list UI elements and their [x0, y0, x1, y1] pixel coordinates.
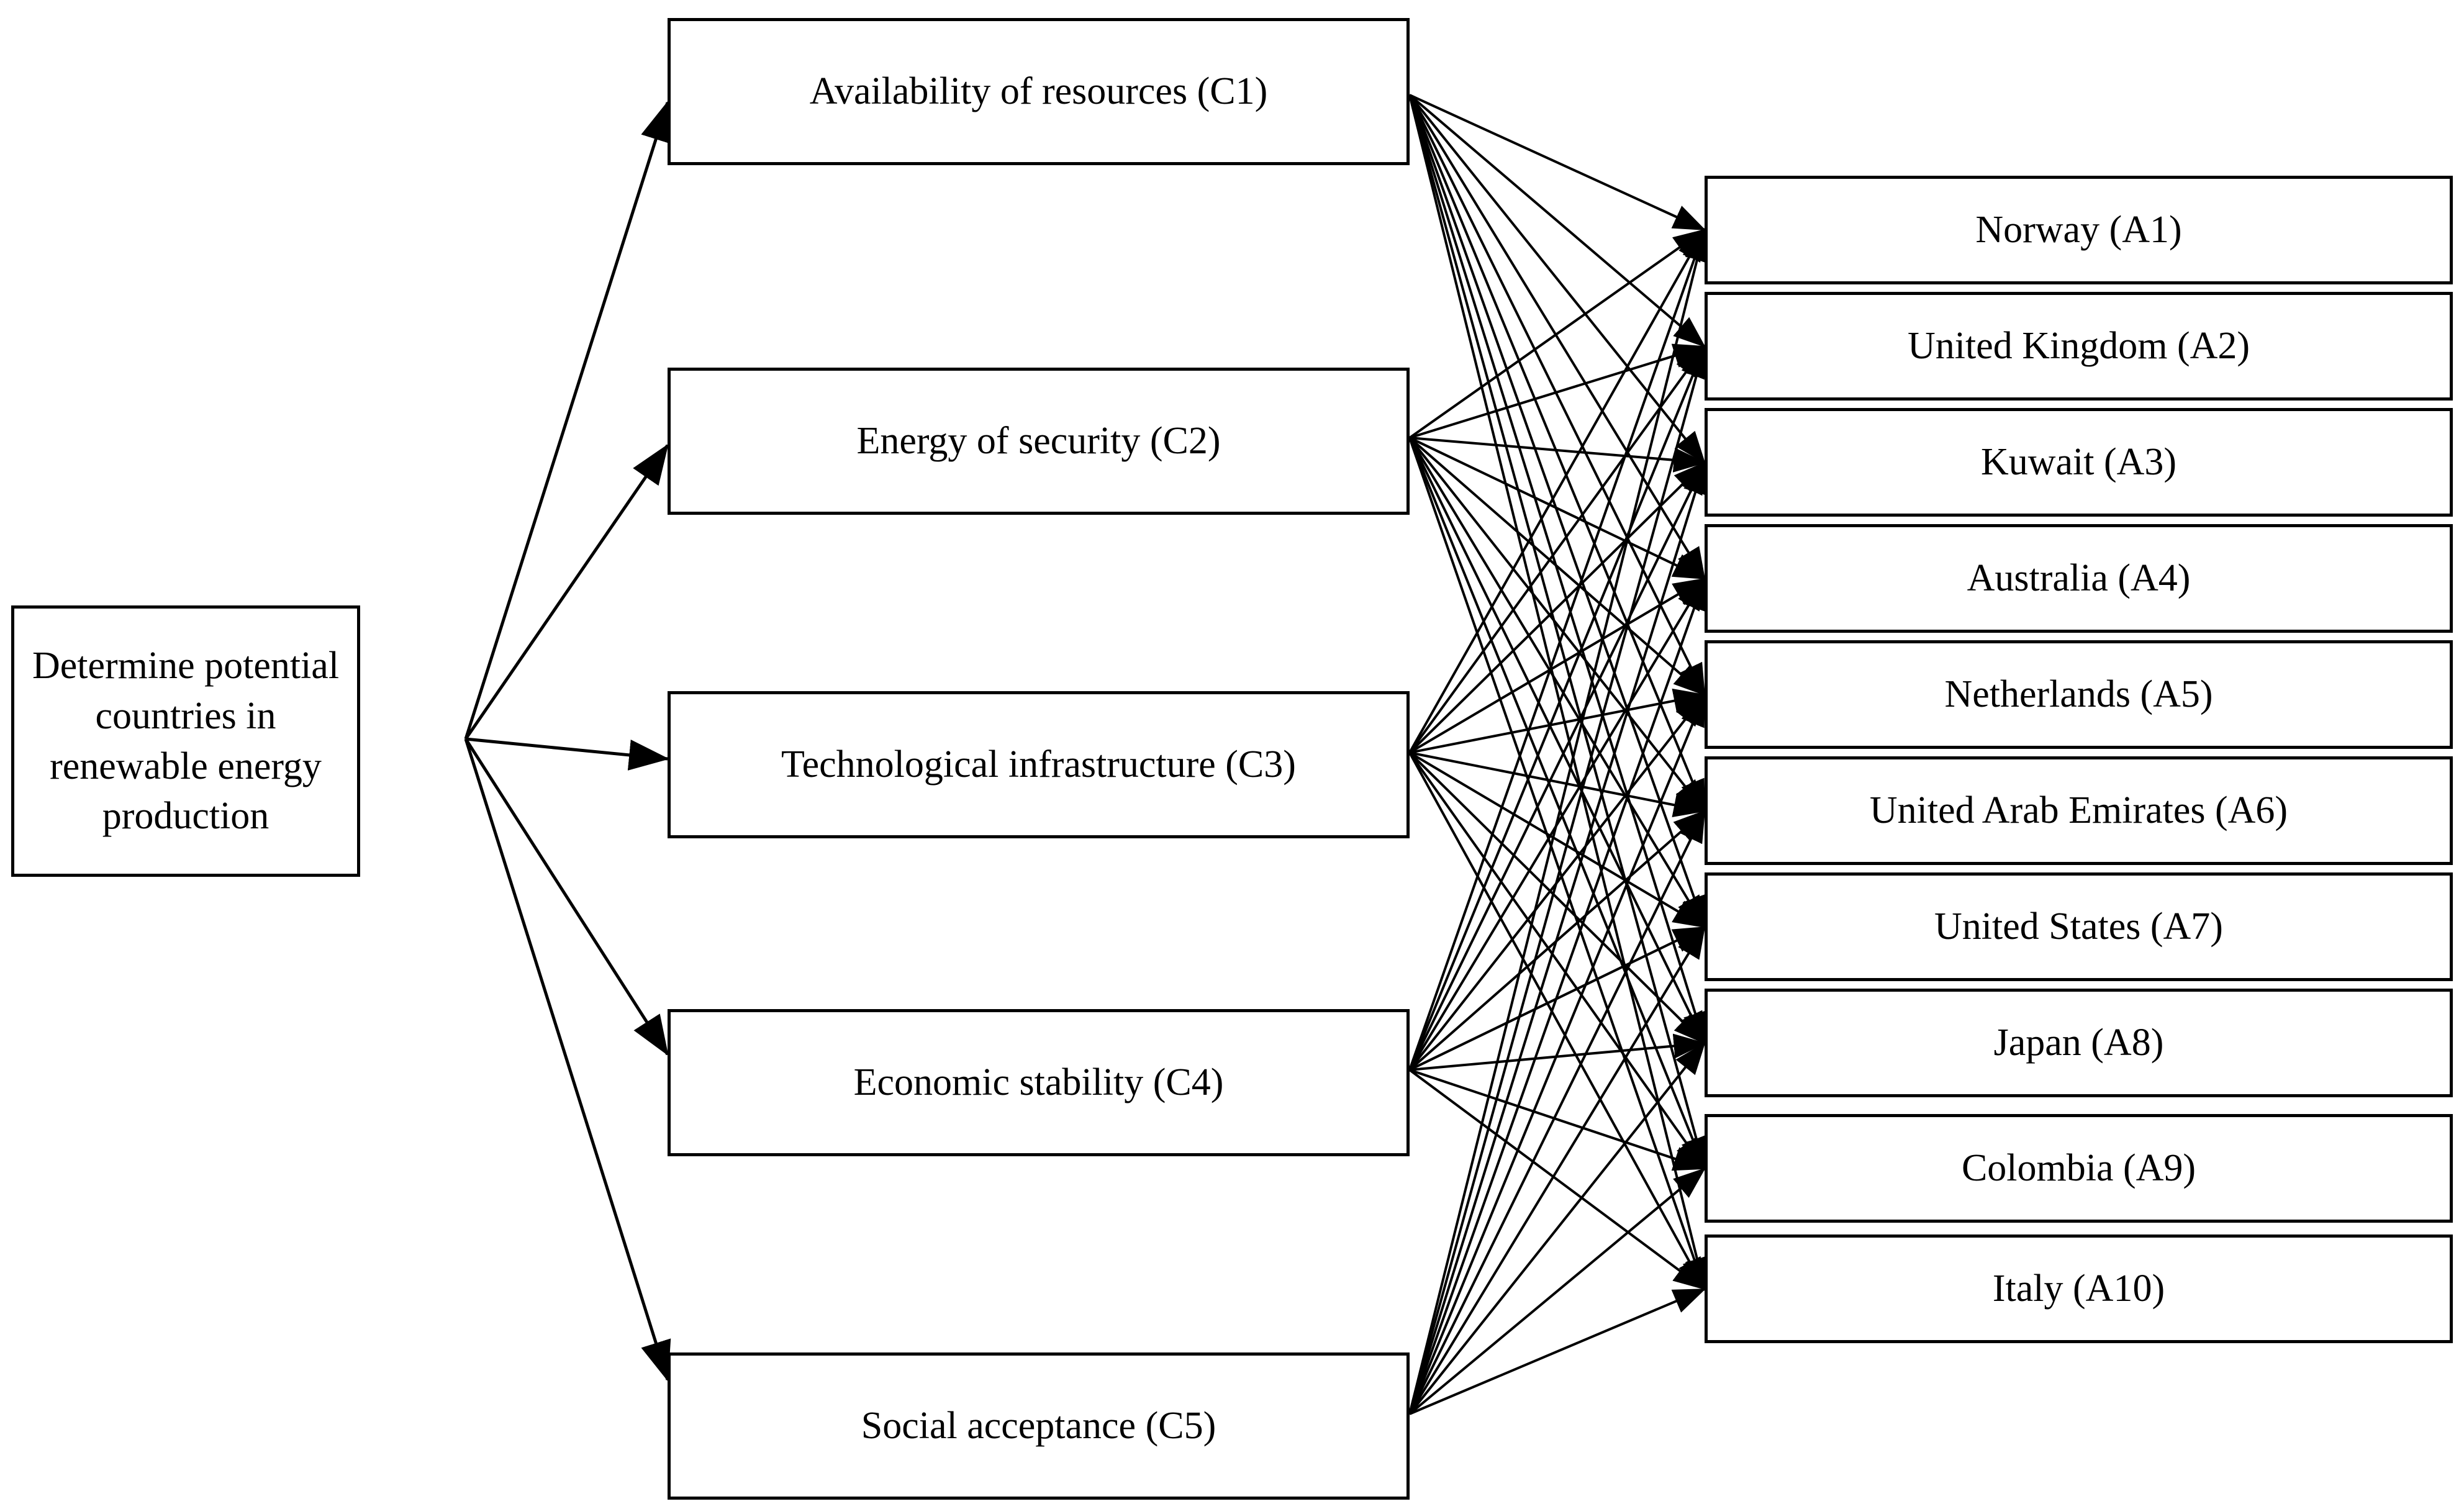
edge-c4-to-a2 [1408, 345, 1706, 1071]
edge-c5-to-a6 [1408, 809, 1706, 1415]
edge-c2-to-a4 [1409, 437, 1706, 580]
edge-c5-to-a1 [1408, 228, 1710, 1415]
edge-goal-to-c1 [464, 101, 671, 740]
alternative-node-a7[interactable]: United States (A7) [1705, 872, 2453, 981]
edge-goal-to-c2 [464, 443, 669, 740]
alternative-label-a6: United Arab Emirates (A6) [1869, 789, 2288, 832]
edge-c5-to-a10 [1409, 1288, 1706, 1415]
edge-c3-to-a5 [1409, 688, 1706, 754]
criterion-node-c3[interactable]: Technological infrastructure (C3) [668, 691, 1410, 838]
edge-c4-to-a9 [1409, 1069, 1706, 1171]
alternative-label-a10: Italy (A10) [1992, 1267, 2165, 1310]
alternative-node-a2[interactable]: United Kingdom (A2) [1705, 292, 2453, 401]
edge-c5-to-a9 [1408, 1167, 1706, 1415]
alternative-node-a8[interactable]: Japan (A8) [1705, 989, 2453, 1097]
edge-c2-to-a2 [1409, 343, 1706, 439]
criteria-to-alternatives-edges [1408, 94, 1710, 1415]
edge-c1-to-a8 [1408, 94, 1708, 1045]
edge-c3-to-a10 [1408, 752, 1706, 1291]
alternative-node-a6[interactable]: United Arab Emirates (A6) [1705, 756, 2453, 865]
edge-c2-to-a10 [1408, 437, 1706, 1291]
criterion-node-c1[interactable]: Availability of resources (C1) [668, 18, 1410, 165]
edge-c3-to-a1 [1408, 228, 1706, 753]
goal-to-criteria-edges [464, 101, 671, 1382]
edge-c2-to-a8 [1408, 437, 1706, 1045]
edge-c2-to-a5 [1408, 437, 1706, 696]
edge-c4-to-a4 [1408, 577, 1706, 1071]
edge-c1-to-a4 [1408, 94, 1706, 581]
alternative-node-a4[interactable]: Australia (A4) [1705, 524, 2453, 633]
edge-goal-to-c3 [465, 737, 669, 771]
criterion-node-c4[interactable]: Economic stability (C4) [668, 1009, 1410, 1156]
criterion-label-c2: Energy of security (C2) [856, 420, 1221, 463]
criterion-label-c5: Social acceptance (C5) [861, 1405, 1216, 1447]
goal-node[interactable]: Determine potential countries in renewab… [11, 605, 360, 877]
edge-c4-to-a5 [1408, 694, 1706, 1071]
edge-c2-to-a3 [1409, 437, 1706, 473]
alternative-node-a1[interactable]: Norway (A1) [1705, 176, 2453, 284]
alternative-label-a2: United Kingdom (A2) [1907, 325, 2250, 368]
edge-c5-to-a3 [1408, 461, 1708, 1415]
criterion-label-c3: Technological infrastructure (C3) [781, 743, 1296, 786]
edge-c4-to-a8 [1409, 1033, 1706, 1071]
criterion-node-c2[interactable]: Energy of security (C2) [668, 368, 1410, 515]
edge-c1-to-a3 [1408, 94, 1706, 464]
edge-c4-to-a3 [1408, 461, 1706, 1071]
alternative-node-a10[interactable]: Italy (A10) [1705, 1234, 2453, 1343]
criterion-node-c5[interactable]: Social acceptance (C5) [668, 1352, 1410, 1500]
criterion-label-c4: Economic stability (C4) [853, 1061, 1224, 1104]
edge-c5-to-a8 [1408, 1042, 1706, 1415]
alternative-node-a5[interactable]: Netherlands (A5) [1705, 640, 2453, 749]
edge-c5-to-a5 [1408, 693, 1706, 1415]
edge-c1-to-a9 [1408, 94, 1709, 1171]
edge-c5-to-a2 [1408, 345, 1709, 1415]
edge-c2-to-a6 [1408, 437, 1706, 812]
edge-c3-to-a9 [1408, 751, 1706, 1170]
alternative-label-a1: Norway (A1) [1975, 209, 2182, 251]
edge-c3-to-a8 [1408, 751, 1706, 1044]
alternative-node-a9[interactable]: Colombia (A9) [1705, 1114, 2453, 1223]
edge-c3-to-a6 [1409, 751, 1706, 817]
edge-c4-to-a6 [1408, 810, 1706, 1071]
edge-c1-to-a1 [1409, 94, 1706, 231]
edge-c4-to-a10 [1408, 1069, 1706, 1290]
alternative-label-a9: Colombia (A9) [1961, 1147, 2196, 1190]
edge-c1-to-a6 [1408, 94, 1706, 813]
edge-c2-to-a7 [1408, 437, 1706, 929]
alternative-label-a5: Netherlands (A5) [1944, 673, 2213, 716]
alternative-label-a4: Australia (A4) [1967, 557, 2191, 600]
edge-goal-to-c5 [464, 738, 671, 1382]
alternative-label-a8: Japan (A8) [1993, 1022, 2164, 1064]
edge-c4-to-a7 [1409, 926, 1706, 1071]
edge-c4-to-a1 [1408, 228, 1706, 1071]
edge-c1-to-a5 [1408, 94, 1706, 697]
edge-c2-to-a9 [1408, 437, 1706, 1171]
edge-c2-to-a1 [1408, 229, 1706, 439]
edge-goal-to-c4 [464, 738, 669, 1056]
edge-c3-to-a3 [1408, 461, 1706, 754]
edge-c1-to-a2 [1408, 94, 1706, 348]
edge-c5-to-a7 [1408, 925, 1706, 1415]
criterion-label-c1: Availability of resources (C1) [809, 70, 1268, 113]
alternative-label-a3: Kuwait (A3) [1980, 441, 2177, 484]
edge-c3-to-a4 [1408, 578, 1706, 754]
goal-label: Determine potential countries in renewab… [32, 645, 340, 838]
alternative-label-a7: United States (A7) [1934, 905, 2223, 948]
edge-c5-to-a4 [1408, 577, 1706, 1415]
edge-c3-to-a7 [1408, 751, 1706, 928]
edge-c1-to-a7 [1408, 94, 1706, 929]
edge-c3-to-a2 [1408, 345, 1706, 754]
edge-c1-to-a10 [1408, 94, 1710, 1291]
alternative-node-a3[interactable]: Kuwait (A3) [1705, 408, 2453, 517]
